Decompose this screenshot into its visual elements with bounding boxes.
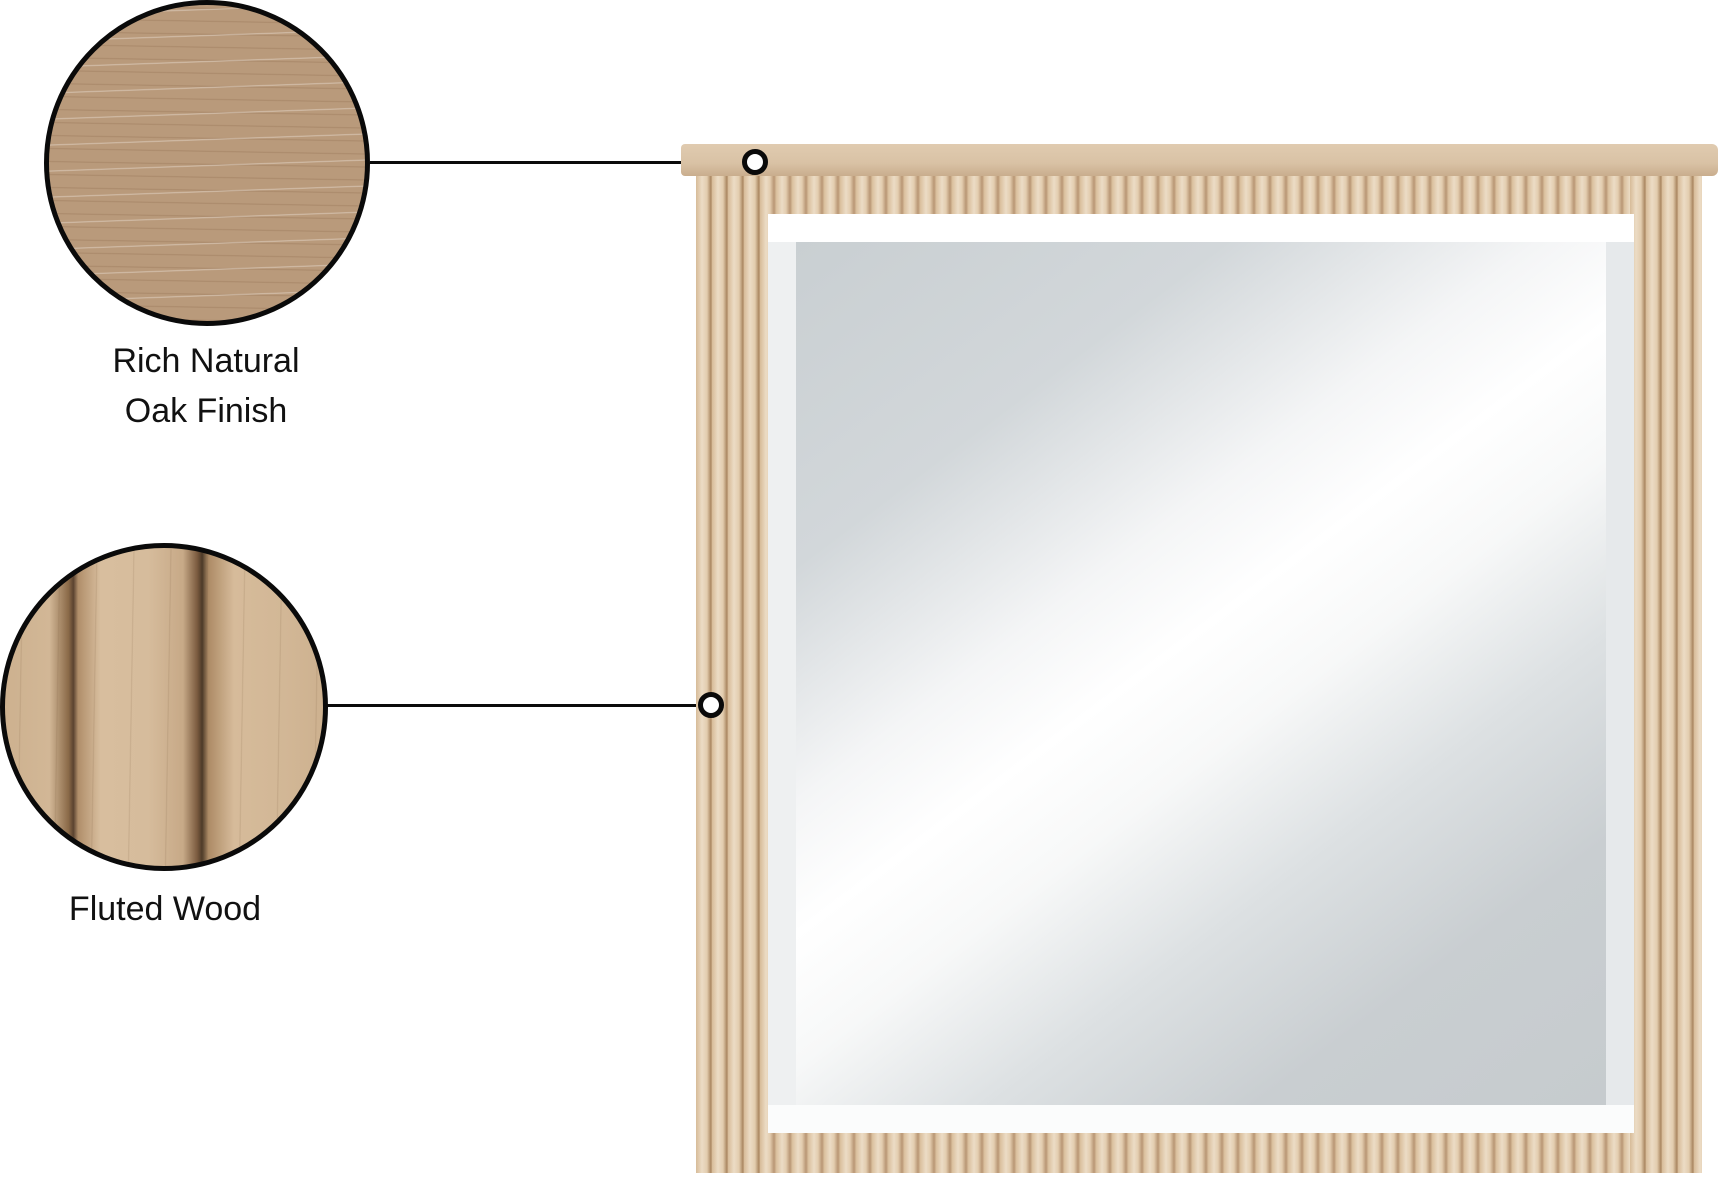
oak-finish-label: Rich Natural Oak Finish [60,336,352,436]
oak-finish-leader-line [370,161,748,164]
fluted-wood-swatch-icon [0,543,328,871]
oak-finish-swatch-icon [44,0,370,326]
mirror-glass-area [768,214,1634,1133]
mirror-glass [796,242,1606,1105]
fluted-wood-leader-line [327,704,705,707]
mirror-bevel-right [1606,242,1634,1133]
oak-finish-label-line1: Rich Natural [112,342,300,380]
mirror-bevel-bottom [768,1105,1634,1133]
frame-left-stile [696,176,768,1173]
frame-right-stile [1630,176,1702,1173]
fluted-wood-label: Fluted Wood [68,890,262,928]
oak-finish-label-line2: Oak Finish [124,392,288,430]
fluted-frame [696,176,1702,1173]
fluted-wood-callout-dot [698,692,724,718]
oak-finish-callout-dot [742,149,768,175]
frame-top-cap [681,144,1718,176]
